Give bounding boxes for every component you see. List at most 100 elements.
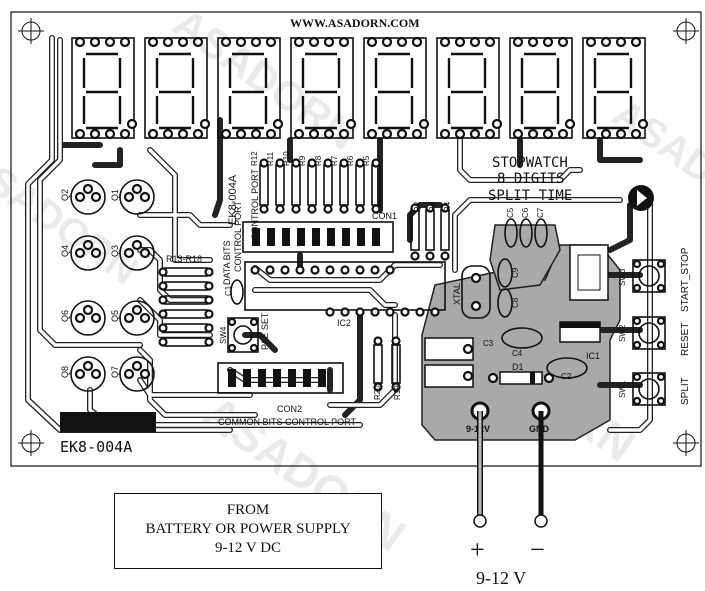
transistor xyxy=(119,179,155,215)
seven-segment-displays xyxy=(71,37,649,139)
crystal-xtal xyxy=(461,265,491,319)
resistor-label: R20 xyxy=(373,385,382,400)
connector-con2 xyxy=(217,362,344,394)
resistor xyxy=(323,158,333,214)
resistor-array xyxy=(158,267,214,347)
capacitor-label: C5 xyxy=(506,207,515,218)
registration-mark xyxy=(18,430,44,456)
resistor xyxy=(275,158,285,214)
resistor-label: R6 xyxy=(346,155,355,166)
part-number-mirrored: EK8-004A xyxy=(227,174,239,225)
transistor-label: Q5 xyxy=(110,310,120,322)
control-port-label: CONTROL PORT xyxy=(250,168,260,240)
digit-display xyxy=(71,37,138,139)
title-line: SPLIT TIME xyxy=(488,188,572,204)
power-wires xyxy=(473,411,548,528)
control-port-label: CONTROL PORT xyxy=(233,200,243,272)
brand-logo-text: ASADORN xyxy=(67,414,150,431)
power-source-line: FROM xyxy=(226,502,270,518)
registration-mark xyxy=(673,430,699,456)
resistor-label: R10 xyxy=(282,151,291,166)
digit-display xyxy=(363,37,430,139)
digit-display xyxy=(509,37,576,139)
digit-display xyxy=(217,37,284,139)
power-jack-icon xyxy=(628,185,654,211)
ic1-label: IC1 xyxy=(586,351,600,361)
digit-display xyxy=(436,37,503,139)
start-stop-label: START_STOP xyxy=(680,247,691,312)
transistor-labels: Q2 Q1 Q4 Q3 Q6 Q5 Q8 Q7 xyxy=(60,189,120,378)
resistor xyxy=(373,336,383,392)
switches-right xyxy=(632,259,666,406)
switch-sw4 xyxy=(227,317,259,353)
traces xyxy=(25,35,653,433)
capacitor-label: C6 xyxy=(521,207,530,218)
capacitor-label: C1 xyxy=(224,285,233,296)
capacitor-label: C2 xyxy=(561,372,572,381)
resistor-label: R4 xyxy=(443,201,452,212)
transistor-label: Q7 xyxy=(110,366,120,378)
transistor xyxy=(119,356,155,392)
plus-symbol: + xyxy=(470,535,485,564)
resistor xyxy=(291,158,301,214)
project-title: STOPWATCH 8 DIGITS SPLIT TIME xyxy=(488,155,572,204)
power-source-line: BATTERY OR POWER SUPPLY xyxy=(145,521,351,537)
resistor xyxy=(391,336,401,392)
transistor xyxy=(119,235,155,271)
capacitor-label: C8 xyxy=(511,297,520,308)
resistor xyxy=(410,203,420,261)
part-number-label: EK8-004A xyxy=(60,438,132,456)
switch xyxy=(632,372,666,406)
resistor-label: R3 xyxy=(428,201,437,212)
common-bits-label: COMMON BITS CONTROL PORT xyxy=(218,417,357,427)
watermark-text: ASADORN xyxy=(0,141,146,293)
resistor-label: R9 xyxy=(298,155,307,166)
transistor-label: Q4 xyxy=(60,245,70,257)
transistor-label: Q6 xyxy=(60,310,70,322)
registration-marks xyxy=(18,18,699,456)
resistors-r19-r20 xyxy=(373,336,401,392)
con2-label: CON2 xyxy=(277,404,302,414)
resistor xyxy=(307,158,317,214)
resistor xyxy=(371,158,381,214)
diode-d1 xyxy=(499,371,543,385)
reset-label: RESET xyxy=(680,323,691,356)
switch-label: SW4 xyxy=(219,326,228,344)
display-pads xyxy=(74,36,642,140)
ground-plane xyxy=(489,224,561,291)
switch-label: SW3 xyxy=(618,268,627,286)
title-line: 8 DIGITS xyxy=(497,171,564,187)
transistor xyxy=(119,300,155,336)
voltage-label: 9-12 V xyxy=(476,568,526,588)
ic2-socket xyxy=(244,261,446,317)
transistor-label: Q1 xyxy=(110,189,120,201)
transistor-label: Q8 xyxy=(60,366,70,378)
digit-resistors xyxy=(259,158,381,214)
minus-symbol: − xyxy=(530,535,545,564)
website-label: WWW.ASADORN.COM xyxy=(290,16,420,30)
transistor xyxy=(70,300,106,336)
registration-mark xyxy=(18,18,44,44)
transistor-label: Q3 xyxy=(110,245,120,257)
capacitor-label: C4 xyxy=(512,349,523,358)
transistor xyxy=(70,356,106,392)
digit-resistor-labels: R12 R11 R10 R9 R8 R7 R6 R5 xyxy=(250,151,371,166)
switch-label: SW2 xyxy=(618,324,627,342)
capacitor-c8 xyxy=(497,288,513,318)
resistor xyxy=(355,158,365,214)
capacitor-c2 xyxy=(546,357,588,379)
power-source-line: 9-12 V DC xyxy=(214,540,282,556)
resistor-label: R8 xyxy=(314,155,323,166)
switch-function-label: PAE SET xyxy=(260,312,270,350)
watermark-text: ASADORN xyxy=(605,91,705,243)
digit-display xyxy=(290,37,357,139)
resistor-label: R19 xyxy=(393,385,402,400)
capacitors-c5-c7 xyxy=(504,218,548,248)
transistor xyxy=(70,235,106,271)
regulator-tab xyxy=(577,254,601,291)
registration-mark xyxy=(673,18,699,44)
title-line: STOPWATCH xyxy=(492,155,568,171)
diode-label: D1 xyxy=(512,362,524,372)
resistor-group-label: R13-R18 xyxy=(166,254,202,264)
